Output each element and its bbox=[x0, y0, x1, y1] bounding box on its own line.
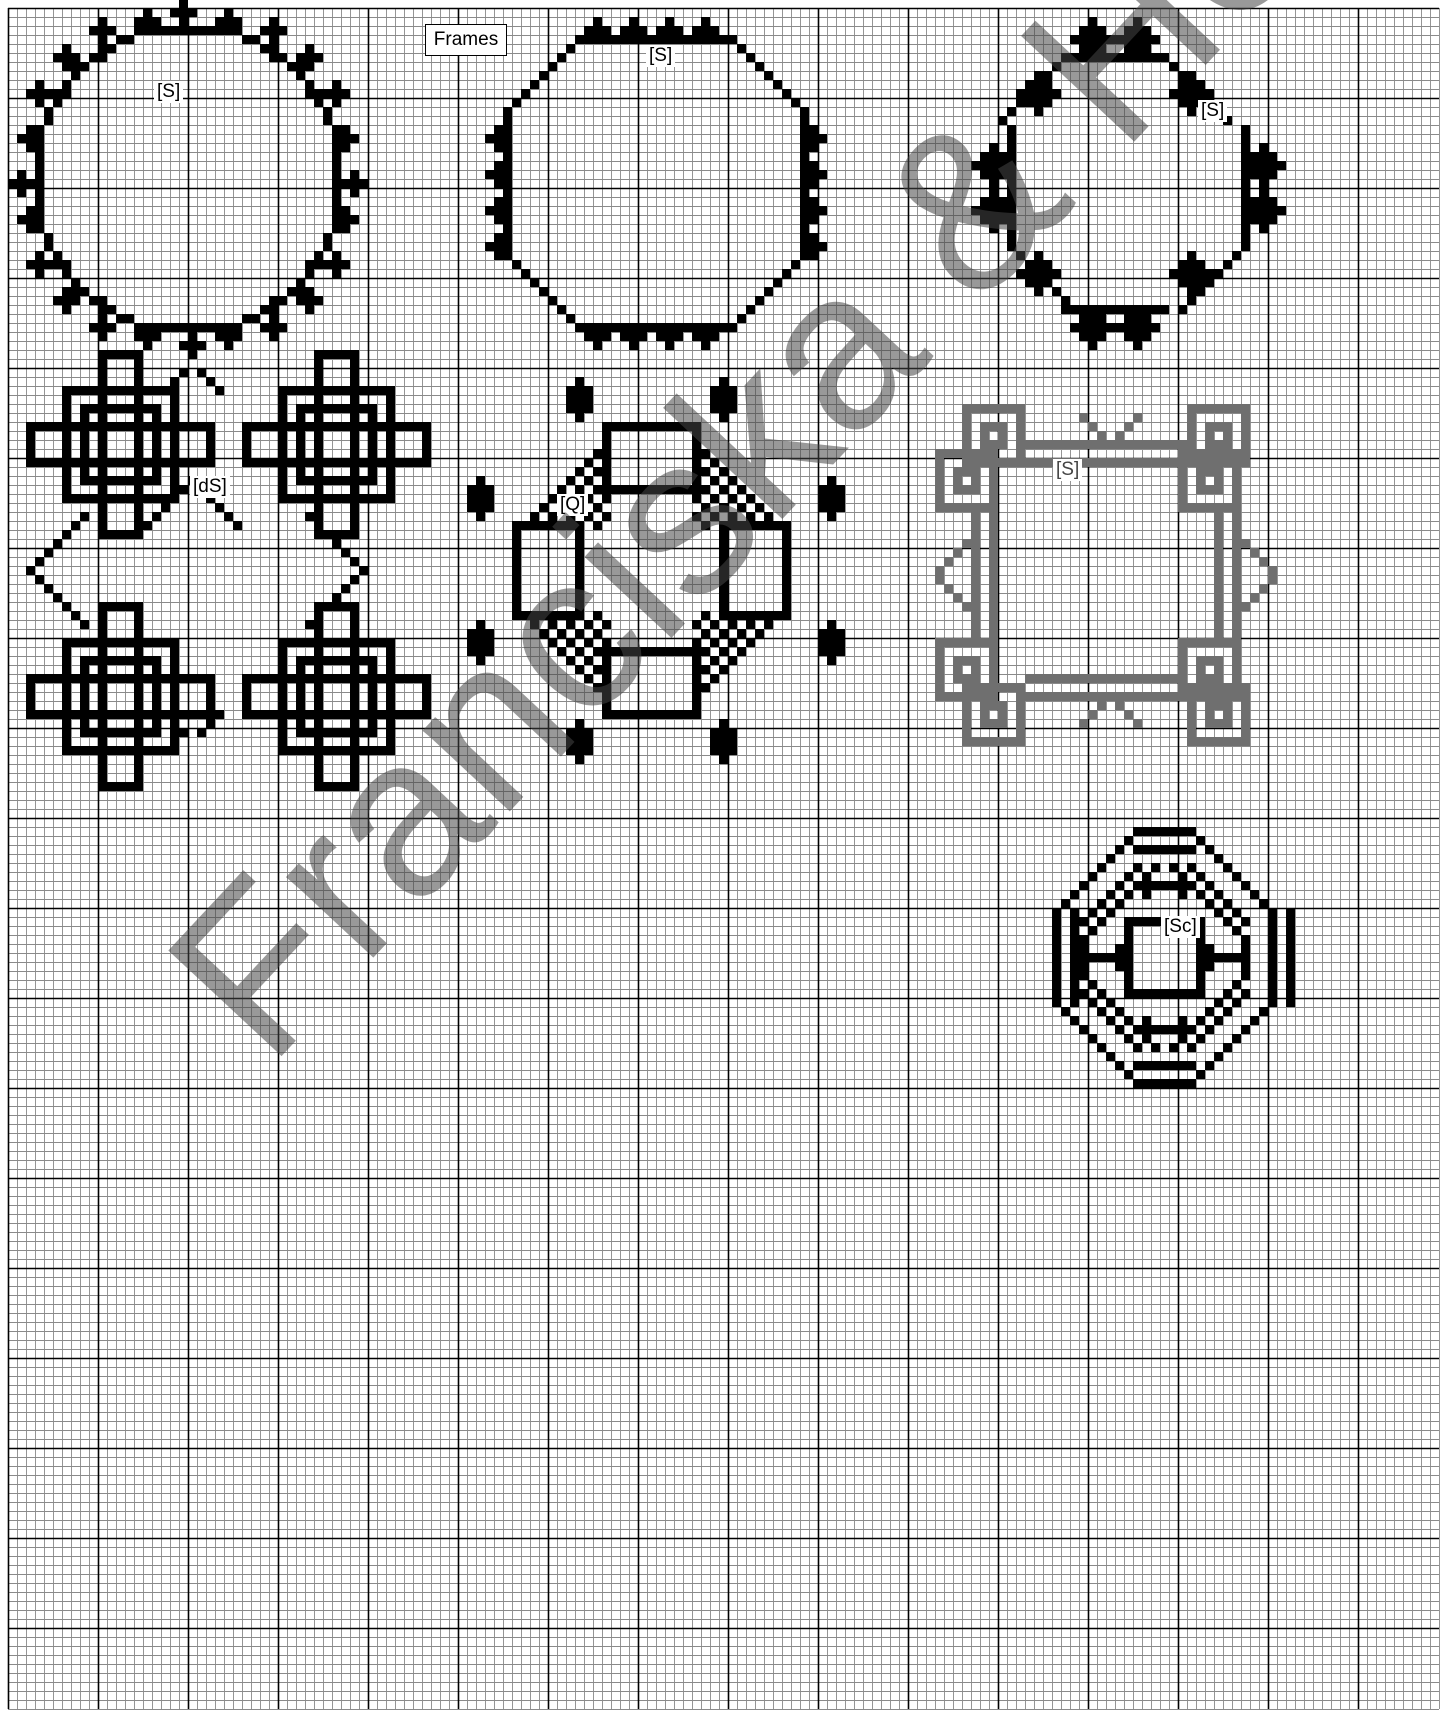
frame-label-octagon: [S] bbox=[646, 45, 675, 67]
knot-frame bbox=[26, 350, 431, 791]
octagon-frame-flowers bbox=[971, 17, 1286, 350]
frame-label-flower: [S] bbox=[1198, 100, 1227, 122]
frame-label-round: [S] bbox=[154, 81, 183, 103]
knot-frame-grey bbox=[935, 404, 1277, 746]
frame-label-small-octagon: [Sc] bbox=[1161, 916, 1200, 938]
small-octagon-frame bbox=[1052, 827, 1295, 1088]
frame-label-knot-grey: [S] bbox=[1053, 459, 1082, 481]
frame-label-knot: [dS] bbox=[190, 476, 230, 498]
page-title: Frames bbox=[425, 24, 507, 56]
round-frame-dots bbox=[8, 0, 368, 359]
cross-frame-checkered bbox=[467, 377, 845, 764]
frame-label-cross: [Q] bbox=[557, 494, 588, 516]
